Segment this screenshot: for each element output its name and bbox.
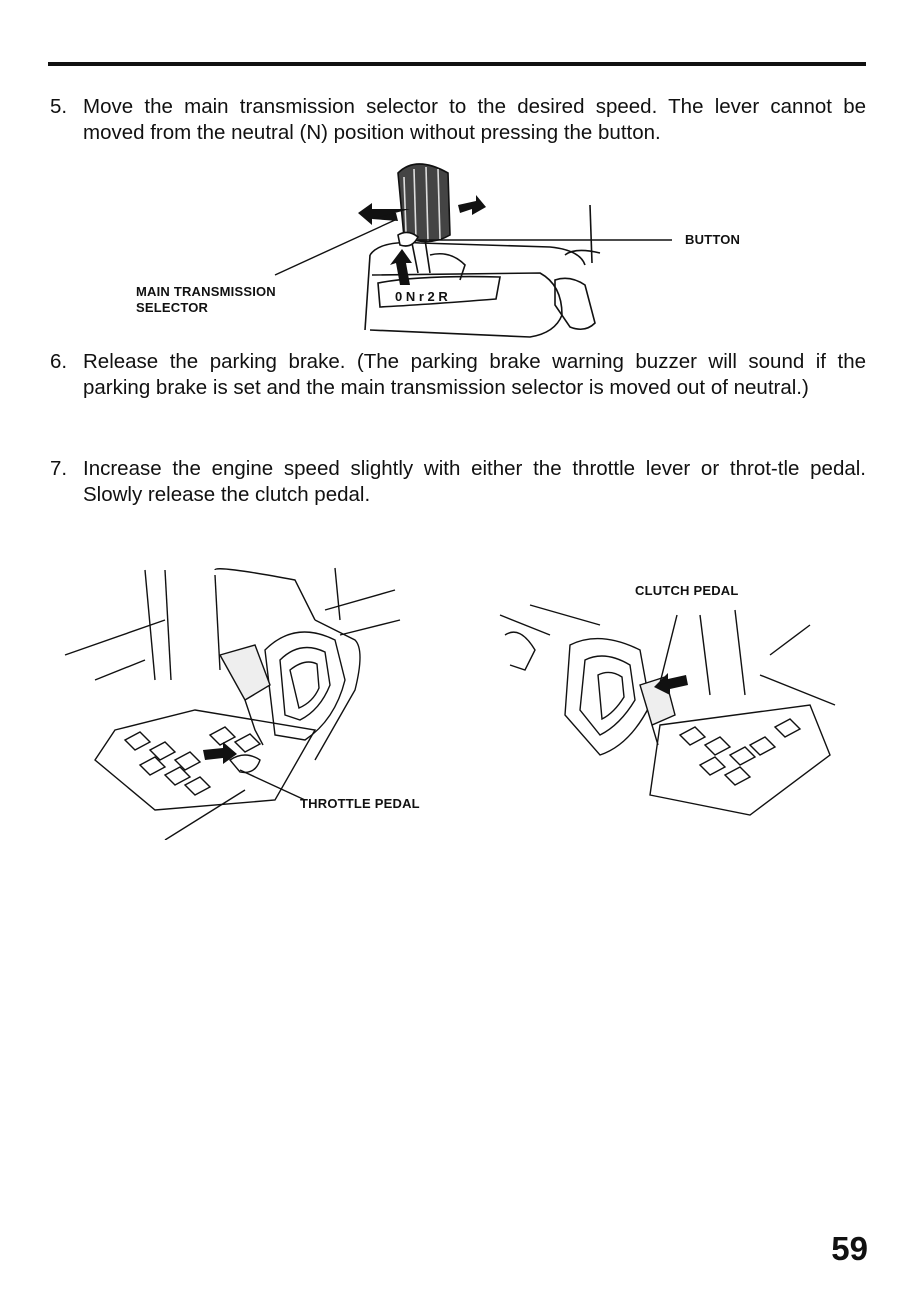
svg-text:0 N r 2 R: 0 N r 2 R bbox=[395, 289, 448, 304]
step-text: Move the main transmission selector to t… bbox=[83, 95, 866, 144]
transmission-selector-illustration: 0 N r 2 R bbox=[358, 163, 601, 338]
step-text: Release the parking brake. (The parking … bbox=[83, 350, 866, 399]
selector-label-line-2: SELECTOR bbox=[136, 300, 209, 315]
step-number: 7. bbox=[50, 457, 68, 480]
throttle-pedal-label: THROTTLE PEDAL bbox=[300, 796, 420, 811]
throttle-pedal-illustration bbox=[64, 567, 401, 840]
step-number: 6. bbox=[50, 350, 68, 373]
clutch-pedal-illustration bbox=[499, 604, 836, 816]
step-number: 5. bbox=[50, 95, 68, 118]
step-6: 6. Release the parking brake. (The parki… bbox=[50, 349, 866, 401]
header-rule bbox=[48, 62, 866, 66]
button-label: BUTTON bbox=[685, 232, 741, 247]
selector-label-line-1: MAIN TRANSMISSION bbox=[136, 284, 276, 299]
page-number: 59 bbox=[831, 1230, 868, 1267]
step-7: 7. Increase the engine speed slightly wi… bbox=[50, 456, 866, 508]
selector-leader-lines bbox=[274, 219, 672, 276]
step-text: Increase the engine speed slightly with … bbox=[83, 457, 866, 506]
main-transmission-selector-label: MAIN TRANSMISSION SELECTOR bbox=[136, 284, 276, 316]
step-5: 5. Move the main transmission selector t… bbox=[50, 94, 866, 146]
clutch-pedal-label: CLUTCH PEDAL bbox=[635, 583, 739, 598]
